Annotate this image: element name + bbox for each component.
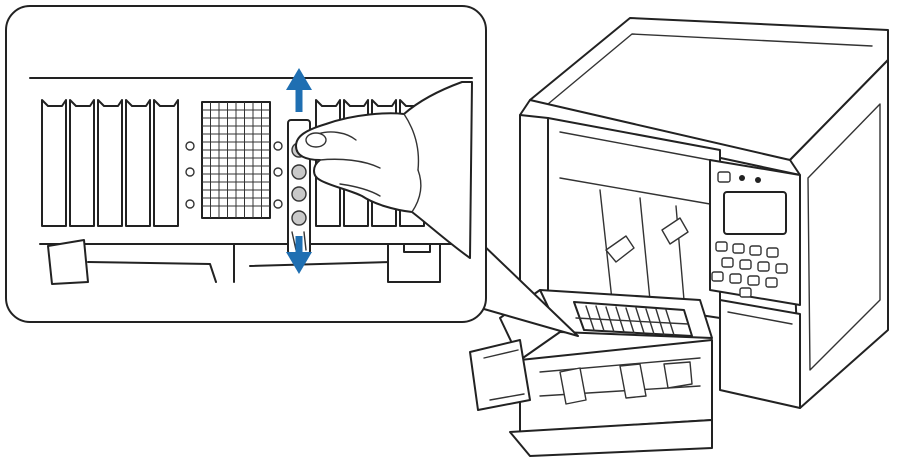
arrow-up-icon (286, 68, 312, 112)
power-light-icon (739, 175, 745, 181)
grid-plate (201, 101, 271, 219)
control-panel-buttons (711, 241, 788, 298)
arrow-down-icon (286, 236, 312, 274)
printer-screen (723, 191, 787, 235)
guide-holes-right (273, 141, 283, 209)
lower-rails (39, 239, 471, 285)
open-tray (469, 289, 713, 457)
status-light-icon (755, 177, 761, 183)
left-slot-bars (41, 99, 179, 227)
guide-holes-left (185, 141, 195, 209)
zoom-callout (5, 5, 579, 337)
hand-illustration (295, 81, 473, 259)
printer-illustration (469, 17, 889, 457)
